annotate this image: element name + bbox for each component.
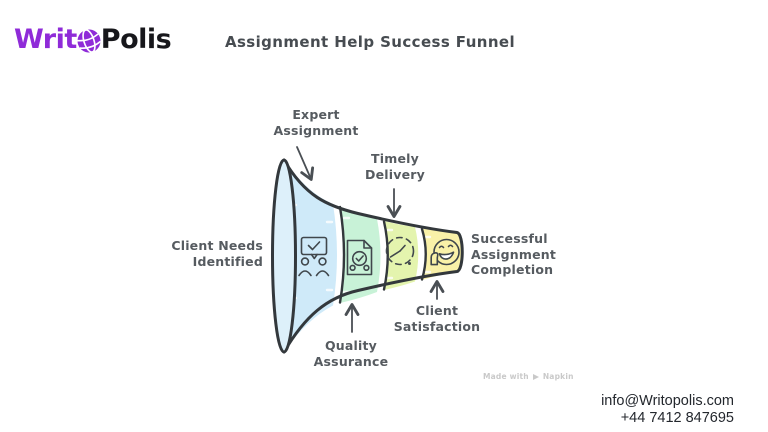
contact-block: info@Writopolis.com +44 7412 847695 — [601, 393, 734, 426]
globe-icon — [77, 29, 101, 53]
funnel-mouth — [271, 158, 297, 354]
logo-text-writ: Writ — [14, 24, 77, 55]
label-quality-assurance: Quality Assurance — [313, 338, 389, 369]
watermark-suffix: Napkin — [542, 372, 574, 381]
napkin-pen-icon — [532, 373, 539, 380]
label-client-needs: Client Needs Identified — [171, 238, 263, 269]
happy-thumbs-up-icon — [430, 238, 460, 266]
funnel-segment-timely-delivery — [384, 221, 419, 290]
brand-logo: Writ Polis — [14, 22, 172, 58]
label-outcome: Successful Assignment Completion — [471, 231, 557, 277]
expert-assignment-arrow — [296, 146, 315, 181]
team-agreement-icon — [298, 236, 330, 277]
funnel-segment-expert-assignment — [340, 206, 381, 303]
contact-email: info@Writopolis.com — [601, 393, 734, 409]
funnel-outline — [282, 158, 464, 354]
label-client-satisfaction: Client Satisfaction — [393, 303, 481, 334]
label-timely-delivery: Timely Delivery — [365, 151, 425, 182]
label-expert-assignment: Expert Assignment — [273, 107, 359, 138]
watermark-prefix: Made with — [483, 372, 529, 381]
watermark: Made with Napkin — [483, 372, 574, 381]
deadline-clock-icon — [385, 236, 415, 266]
contact-phone: +44 7412 847695 — [620, 409, 734, 426]
logo-text-polis: Polis — [100, 24, 172, 55]
page-title: Assignment Help Success Funnel — [224, 33, 516, 51]
certified-document-icon — [346, 239, 373, 276]
